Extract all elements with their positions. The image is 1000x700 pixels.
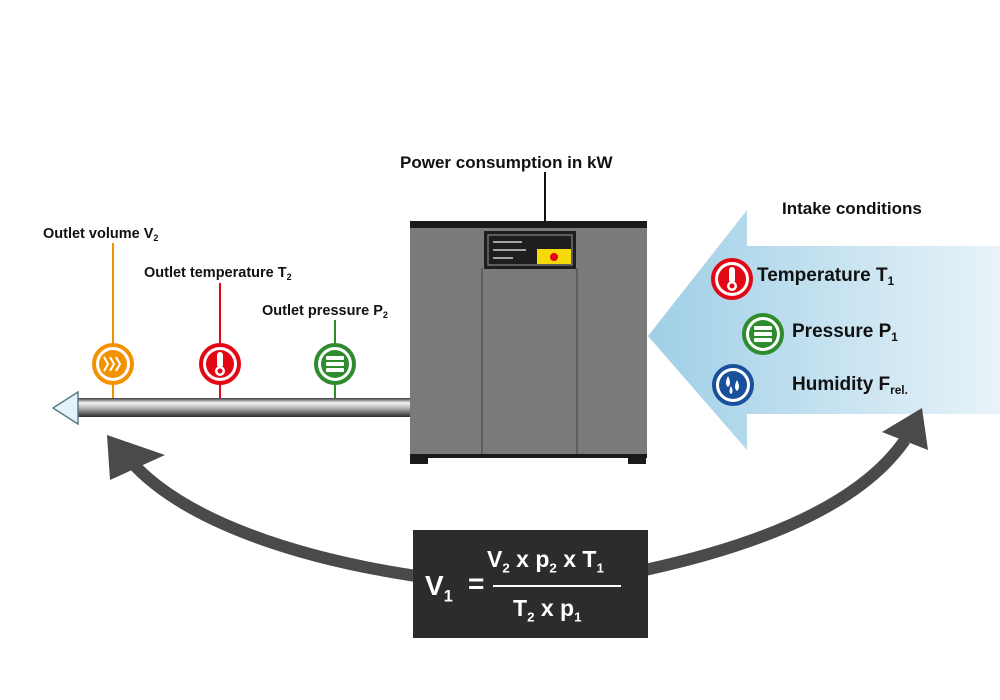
formula-equals: = — [468, 568, 485, 599]
right-arc-arrow — [643, 408, 928, 576]
outlet-volume-label: Outlet volume V2 — [43, 226, 159, 244]
fraction-bar — [493, 585, 621, 587]
flow-chevrons-icon — [92, 343, 134, 385]
intake-temperature-label: Temperature T1 — [757, 265, 895, 289]
intake-conditions-title: Intake conditions — [782, 199, 922, 218]
outlet-pressure-label: Outlet pressure P2 — [262, 303, 388, 321]
formula-box: V1 = V2 x p2 x T1 T2 x p1 — [413, 530, 648, 638]
outlet-pipe — [51, 390, 410, 426]
formula-numerator: V2 x p2 x T1 — [487, 546, 604, 576]
formula-lhs: V1 — [425, 570, 453, 606]
water-drops-icon — [712, 364, 754, 406]
thermometer-icon — [199, 343, 241, 385]
left-arc-arrow — [107, 435, 431, 584]
intake-pressure-label: Pressure P1 — [792, 321, 898, 345]
thermometer-icon — [711, 258, 753, 300]
compressor-unit — [410, 221, 647, 464]
pressure-gauge-icon — [314, 343, 356, 385]
formula-denominator: T2 x p1 — [513, 595, 582, 625]
outlet-temperature-label: Outlet temperature T2 — [144, 265, 292, 283]
power-consumption-label: Power consumption in kW — [400, 153, 613, 172]
pressure-gauge-icon — [742, 313, 784, 355]
intake-humidity-label: Humidity Frel. — [792, 374, 908, 398]
display-indicator-dot — [550, 253, 558, 261]
